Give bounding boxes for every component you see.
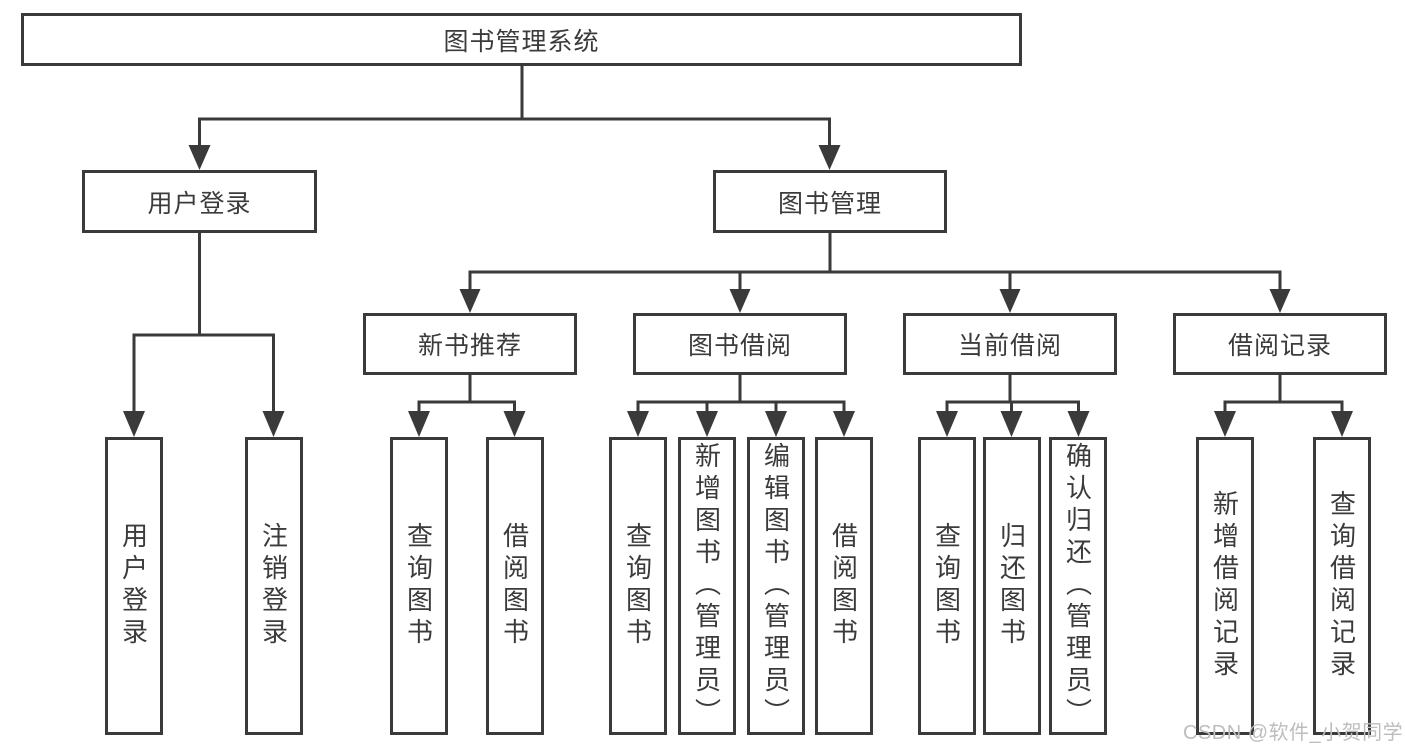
node-leaf-borrow-books: 借阅图书 (815, 437, 873, 735)
node-leaf-borrow-books-recommend-label: 借阅图书 (499, 522, 530, 650)
node-leaf-add-book-admin-label: 新增图书（管理员） (691, 442, 722, 730)
node-leaf-query-borrow-record-label: 查询借阅记录 (1326, 490, 1357, 682)
arrowheads (123, 145, 1353, 437)
node-new-book-recommend: 新书推荐 (363, 313, 577, 375)
connector-book-management (468, 233, 1282, 293)
node-leaf-query-books-current-label: 查询图书 (931, 522, 962, 650)
connector-book-borrow (636, 375, 846, 415)
node-leaf-query-books-recommend: 查询图书 (390, 437, 448, 735)
node-borrow-records: 借阅记录 (1173, 313, 1387, 375)
node-user-login: 用户登录 (82, 170, 317, 233)
node-leaf-edit-book-admin: 编辑图书（管理员） (747, 437, 805, 735)
node-leaf-confirm-return-admin-label: 确认归还（管理员） (1062, 442, 1093, 730)
node-current-borrow-label: 当前借阅 (957, 332, 1062, 360)
connector-user-login (132, 233, 275, 415)
connector-new-book (417, 375, 516, 415)
watermark: CSDN @软件_小贺同学 (1183, 722, 1404, 744)
node-leaf-add-book-admin: 新增图书（管理员） (678, 437, 736, 735)
node-leaf-query-books-borrow: 查询图书 (609, 437, 667, 735)
node-leaf-user-login: 用户登录 (105, 437, 163, 735)
node-leaf-return-books: 归还图书 (983, 437, 1041, 735)
node-library-system-label: 图书管理系统 (443, 27, 600, 56)
node-user-login-label: 用户登录 (147, 189, 252, 218)
node-book-management-label: 图书管理 (777, 189, 882, 218)
node-leaf-add-borrow-record-label: 新增借阅记录 (1209, 490, 1240, 682)
node-current-borrow: 当前借阅 (903, 313, 1117, 375)
node-book-borrow: 图书借阅 (633, 313, 847, 375)
connector-borrow-records (1223, 375, 1344, 415)
node-leaf-edit-book-admin-label: 编辑图书（管理员） (760, 442, 791, 730)
node-leaf-query-borrow-record: 查询借阅记录 (1313, 437, 1371, 735)
node-leaf-borrow-books-label: 借阅图书 (828, 522, 859, 650)
node-book-management: 图书管理 (713, 170, 947, 233)
node-leaf-query-books-borrow-label: 查询图书 (622, 522, 653, 650)
node-leaf-borrow-books-recommend: 借阅图书 (486, 437, 544, 735)
node-leaf-logout-label: 注销登录 (258, 522, 289, 650)
node-leaf-add-borrow-record: 新增借阅记录 (1196, 437, 1254, 735)
node-book-borrow-label: 图书借阅 (687, 332, 792, 360)
node-leaf-query-books-current: 查询图书 (918, 437, 976, 735)
node-leaf-query-books-recommend-label: 查询图书 (403, 522, 434, 650)
connector-current-borrow (945, 375, 1080, 415)
node-leaf-return-books-label: 归还图书 (996, 522, 1027, 650)
node-leaf-logout: 注销登录 (245, 437, 303, 735)
connector-root (198, 66, 831, 148)
node-leaf-confirm-return-admin: 确认归还（管理员） (1049, 437, 1107, 735)
node-borrow-records-label: 借阅记录 (1227, 332, 1332, 360)
node-library-system: 图书管理系统 (21, 13, 1022, 66)
node-new-book-recommend-label: 新书推荐 (417, 332, 522, 360)
node-leaf-user-login-label: 用户登录 (118, 522, 149, 650)
